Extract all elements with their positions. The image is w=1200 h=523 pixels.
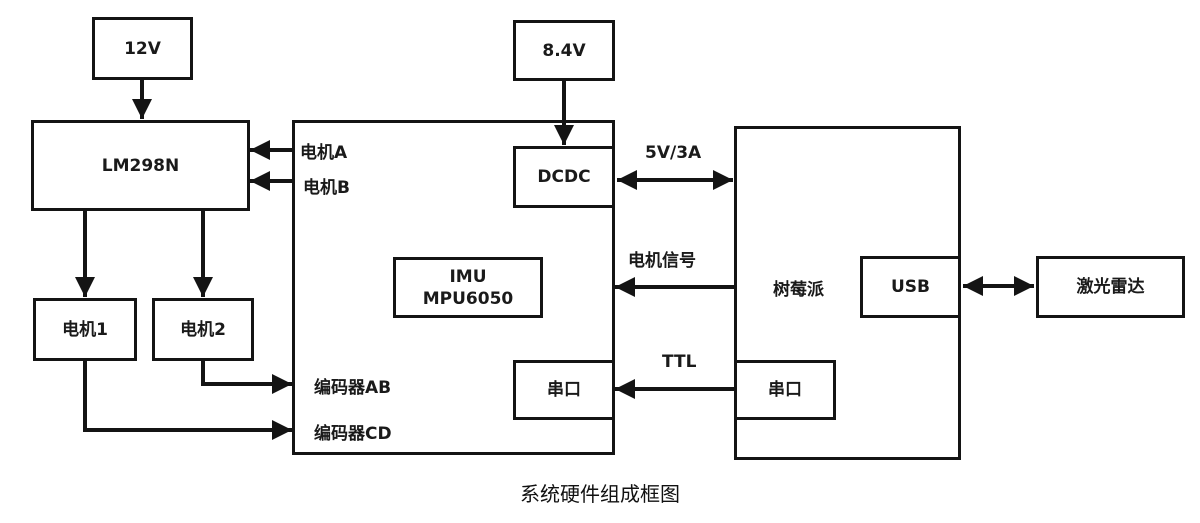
- lm298n-label: LM298N: [101, 155, 180, 176]
- diagram-caption: 系统硬件组成框图: [520, 482, 680, 506]
- connection-label-power: 5V/3A: [645, 143, 702, 163]
- port-label-encoder-cd: 编码器CD: [314, 424, 392, 444]
- connection-label-ttl: TTL: [662, 352, 697, 372]
- lm298n-driver-block: LM298N: [31, 120, 250, 211]
- dcdc-label: DCDC: [537, 167, 591, 187]
- power-84v-block: 8.4V: [513, 20, 615, 81]
- controller-block: [292, 120, 615, 455]
- imu-block: IMU MPU6050: [393, 257, 543, 318]
- serial-port-controller-label: 串口: [547, 380, 581, 400]
- power-12v-block: 12V: [92, 17, 193, 80]
- port-label-motor-b: 电机B: [303, 178, 350, 198]
- motor2-label: 电机2: [180, 319, 226, 340]
- port-label-encoder-ab: 编码器AB: [314, 378, 392, 398]
- motor2-block: 电机2: [152, 298, 254, 361]
- usb-port-block: USB: [860, 256, 961, 318]
- serial-port-rpi-block: 串口: [734, 360, 836, 420]
- dcdc-block: DCDC: [513, 146, 615, 208]
- connection-label-motor-signal: 电机信号: [628, 251, 696, 271]
- motor1-label: 电机1: [62, 319, 108, 340]
- lidar-block: 激光雷达: [1036, 256, 1185, 318]
- serial-port-controller-block: 串口: [513, 360, 615, 420]
- arrow-motor2-encoder-ab: [201, 360, 292, 394]
- imu-label-line2: MPU6050: [422, 288, 514, 309]
- lidar-label: 激光雷达: [1076, 277, 1145, 297]
- serial-port-rpi-label: 串口: [768, 380, 802, 400]
- power-12v-label: 12V: [124, 38, 161, 59]
- power-84v-label: 8.4V: [542, 40, 586, 61]
- imu-label-line1: IMU: [449, 266, 487, 287]
- raspberry-pi-label: 树莓派: [773, 280, 824, 300]
- usb-label: USB: [890, 277, 930, 297]
- arrow-motor1-encoder-cd: [83, 360, 292, 440]
- port-label-motor-a: 电机A: [300, 143, 348, 163]
- motor1-block: 电机1: [33, 298, 137, 361]
